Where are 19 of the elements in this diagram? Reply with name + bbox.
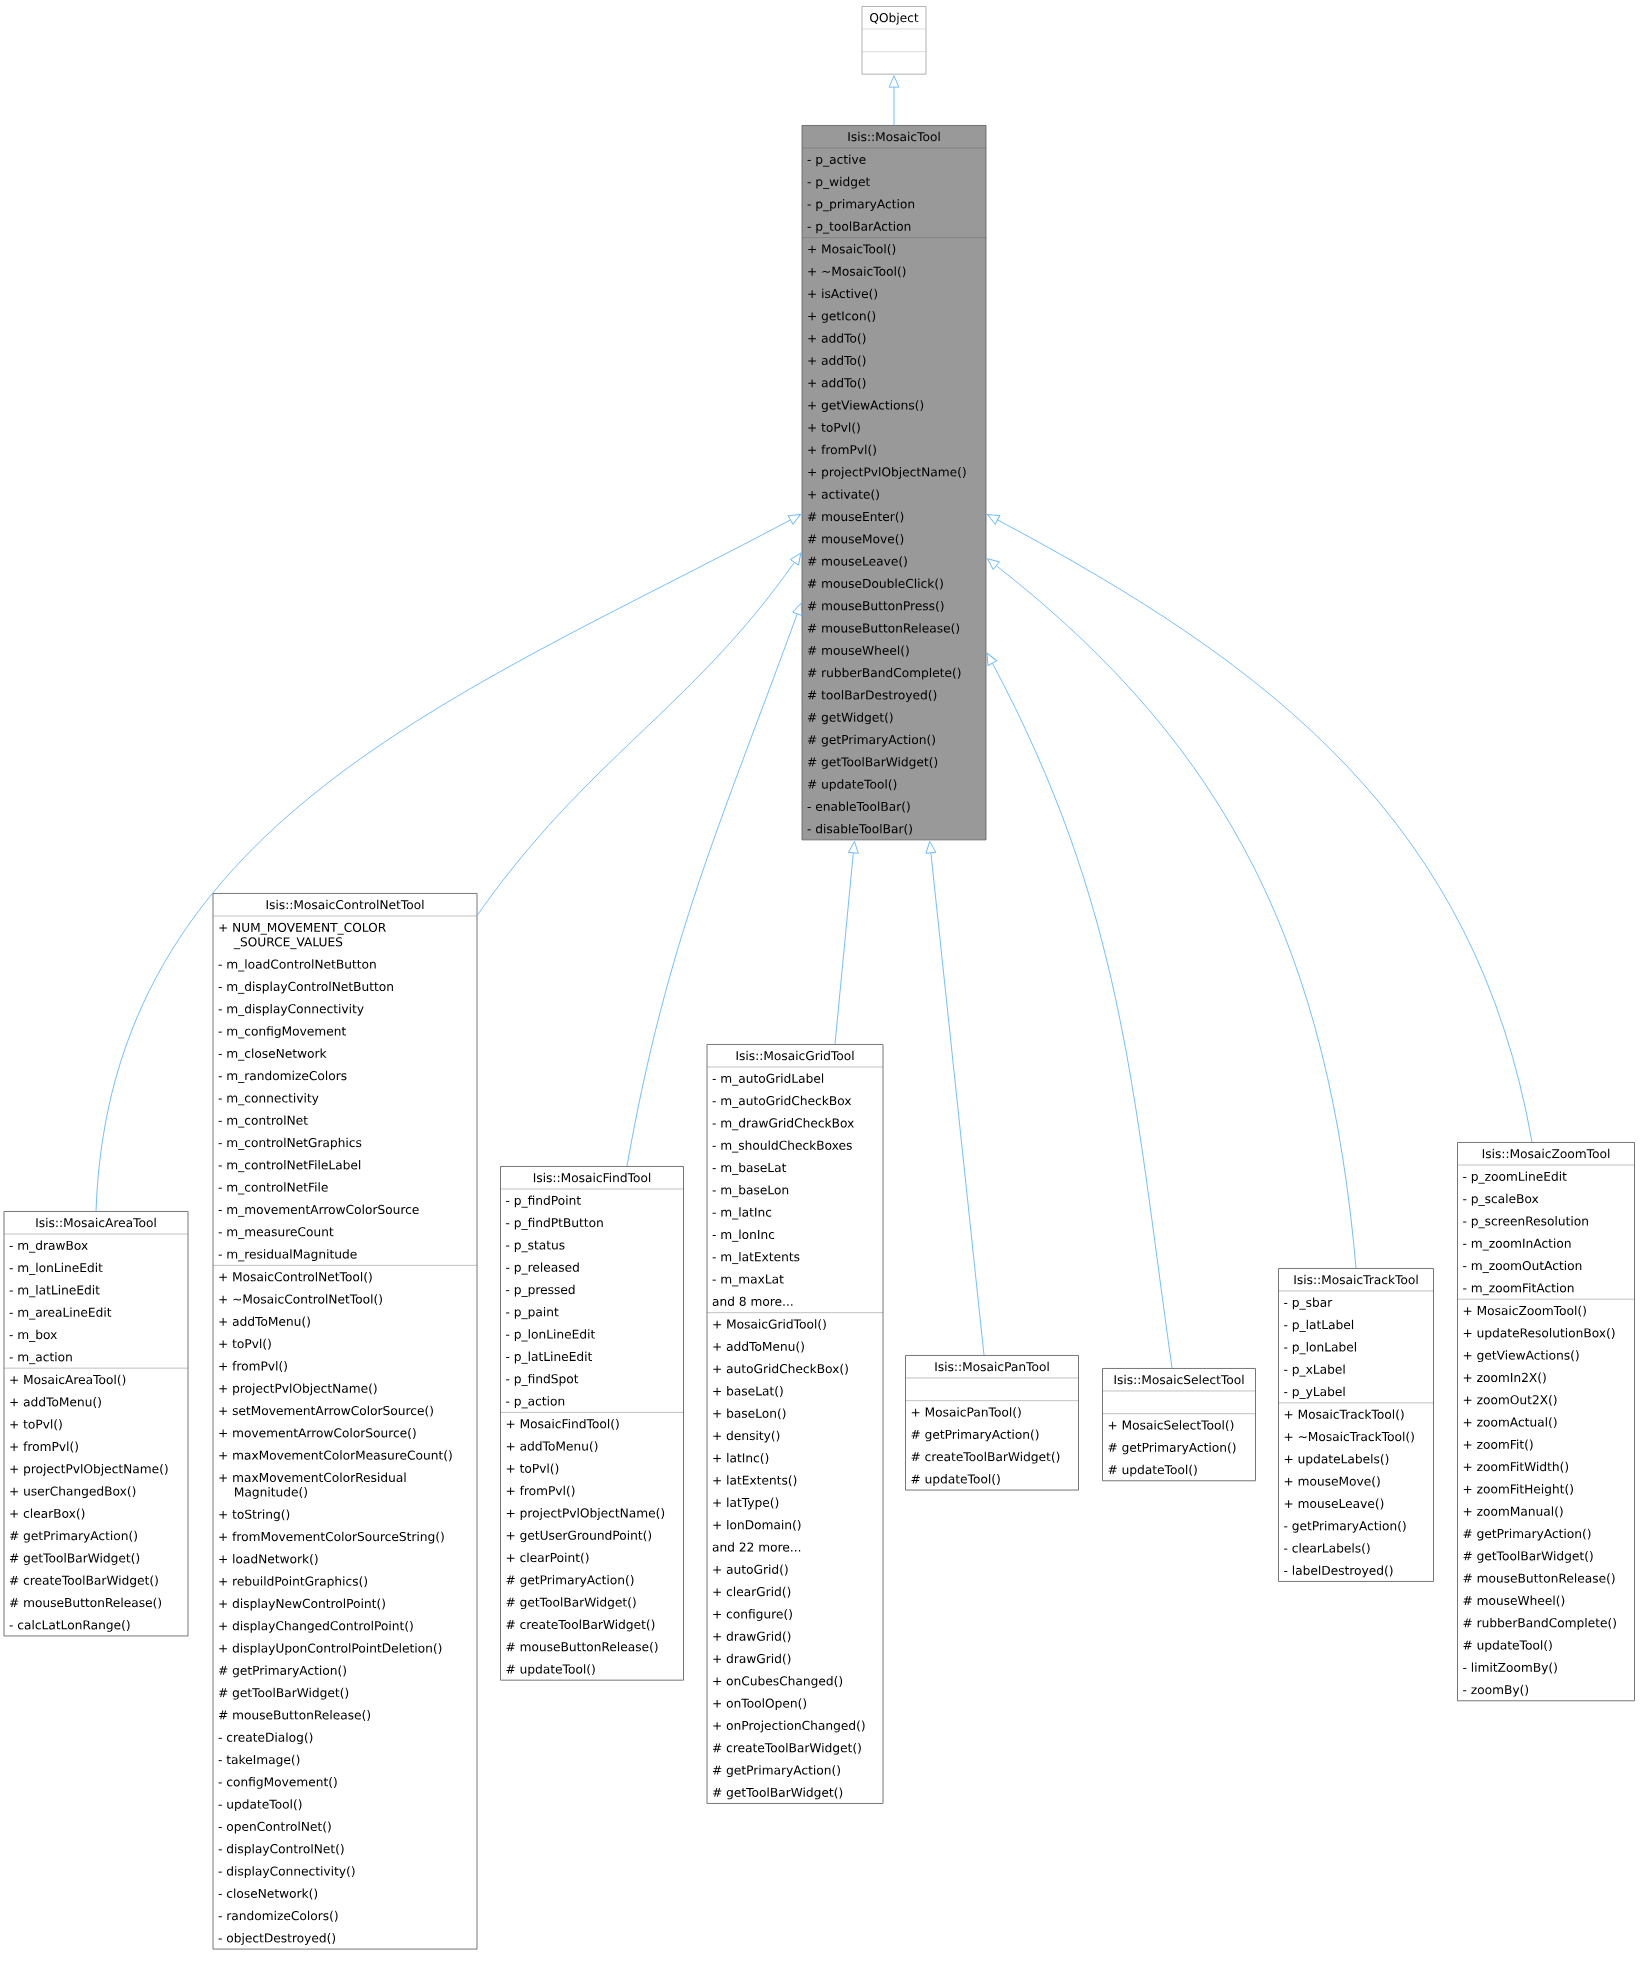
inheritance-arrow — [986, 652, 1173, 1369]
class-box: Isis::MosaicControlNetTool + NUM_MOVEMENT_COLOR _SOURCE_VALUES - m_loadControlNetButton - m_displayControlNetButton - m_displayConnectivity - m_configMovement - m_closeNetwork - m_randomizeColors - m_connectivity - m_controlNet - m_controlNetGraphics - m_controlNetFileLabel - m_controlNetFile - m_movementArrowColorSource - m_measureCount - m_residualMagnitude + MosaicControlNetTool() + ~MosaicControlNetTool() + addToMenu() + toPvl() + fromPvl() + projectPvlObjectName() + setMovementArrowColorSource() + movementArrowColorSource() + maxMovementColorMeasureCount() + maxMovementColorResidual Magnitude() + toString() + fromMovementColorSourceString() + loadNetwork() + rebuildPointGraphics() + displayNewControlPoint() + displayChangedControlPoint() + displayUponControlPointDeletion() # getPrimaryAction() # getToolBarWidget() # mouseButtonRelease() - createDialog() - takeImage() - configMovement() - updateTool() - openControlNet() - displayControlNet() - displayConnectivity() - closeNetwork() - randomizeColors() - objectDestroyed() — [212, 893, 478, 1950]
class-box: Isis::MosaicPanTool + MosaicPanTool() # getPrimaryAction() # createToolBarWidget() # updateTool() — [905, 1355, 1079, 1491]
class-box: Isis::MosaicFindTool - p_findPoint - p_findPtButton - p_status - p_released - p_pressed - p_paint - p_lonLineEdit - p_latLineEdit - p_findSpot - p_action + MosaicFindTool() + addToMenu() + toPvl() + fromPvl() + projectPvlObjectName() + getUserGroundPoint() + clearPoint() # getPrimaryAction() # getToolBarWidget() # createToolBarWidget() # mouseButtonRelease() # updateTool() — [500, 1166, 684, 1681]
inheritance-arrow — [888, 75, 900, 126]
class-box: QObject — [861, 6, 927, 75]
inheritance-arrow — [477, 552, 802, 916]
class-box: Isis::MosaicTrackTool - p_sbar - p_latLabel - p_lonLabel - p_xLabel - p_yLabel + MosaicTrackTool() + ~MosaicTrackTool() + updateLabels() + mouseMove() + mouseLeave() - getPrimaryAction() - clearLabels() - labelDestroyed() — [1278, 1268, 1434, 1582]
inheritance-arrow — [925, 841, 985, 1356]
class-box: Isis::MosaicAreaTool - m_drawBox - m_lonLineEdit - m_latLineEdit - m_areaLineEdit - m_box - m_action + MosaicAreaTool() + addToMenu() + toPvl() + fromPvl() + projectPvlObjectName() + userChangedBox() + clearBox() # getPrimaryAction() # getToolBarWidget() # createToolBarWidget() # mouseButtonRelease() - calcLatLonRange() — [3, 1211, 189, 1637]
class-box: Isis::MosaicGridTool - m_autoGridLabel - m_autoGridCheckBox - m_drawGridCheckBox - m_shouldCheckBoxes - m_baseLat - m_baseLon - m_latInc - m_lonInc - m_latExtents - m_maxLat and 8 more... + MosaicGridTool() + addToMenu() + autoGridCheckBox() + baseLat() + baseLon() + density() + latInc() + latExtents() + latType() + lonDomain() and 22 more... + autoGrid() + clearGrid() + configure() + drawGrid() + drawGrid() + onCubesChanged() + onToolOpen() + onProjectionChanged() # createToolBarWidget() # getPrimaryAction() # getToolBarWidget() — [706, 1044, 884, 1804]
inheritance-arrow — [986, 558, 1357, 1269]
inheritance-arrow — [834, 841, 859, 1045]
inheritance-arrow — [626, 602, 803, 1167]
class-box: Isis::MosaicSelectTool + MosaicSelectTool() # getPrimaryAction() # updateTool() — [1102, 1368, 1256, 1482]
class-box: Isis::MosaicTool - p_active - p_widget - p_primaryAction - p_toolBarAction + MosaicTool() + ~MosaicTool() + isActive() + getIcon() + addTo() + addTo() + addTo() + getViewActions() + toPvl() + fromPvl() + projectPvlObjectName() + activate() # mouseEnter() # mouseMove() # mouseLeave() # mouseDoubleClick() # mouseButtonPress() # mouseButtonRelease() # mouseWheel() # rubberBandComplete() # toolBarDestroyed() # getWidget() # getPrimaryAction() # getToolBarWidget() # updateTool() - enableToolBar() - disableToolBar() — [801, 125, 987, 841]
inheritance-arrow — [987, 514, 1533, 1143]
class-box: Isis::MosaicZoomTool - p_zoomLineEdit - p_scaleBox - p_screenResolution - m_zoomInAction - m_zoomOutAction - m_zoomFitAction + MosaicZoomTool() + updateResolutionBox() + getViewActions() + zoomIn2X() + zoomOut2X() + zoomActual() + zoomFit() + zoomFitWidth() + zoomFitHeight() + zoomManual() # getPrimaryAction() # getToolBarWidget() # mouseButtonRelease() # mouseWheel() # rubberBandComplete() # updateTool() - limitZoomBy() - zoomBy() — [1457, 1142, 1635, 1702]
inheritance-arrow — [95, 514, 801, 1212]
